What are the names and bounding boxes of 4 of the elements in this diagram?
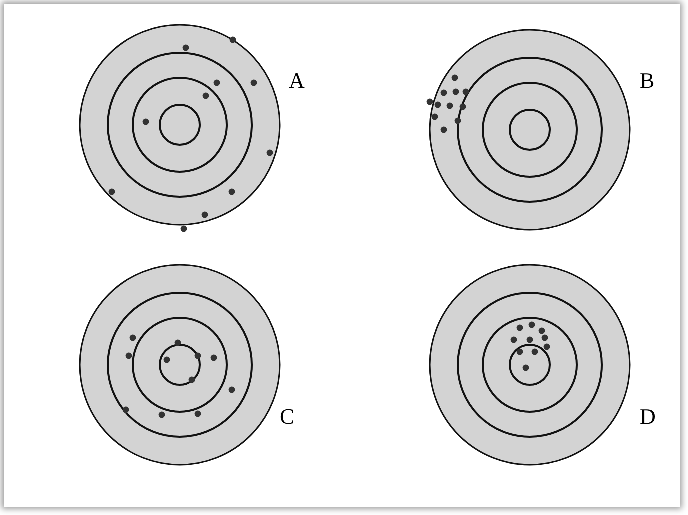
target-label: D	[640, 406, 656, 428]
target-label: B	[640, 70, 655, 92]
target-label: C	[280, 406, 295, 428]
target-label: A	[289, 70, 305, 92]
